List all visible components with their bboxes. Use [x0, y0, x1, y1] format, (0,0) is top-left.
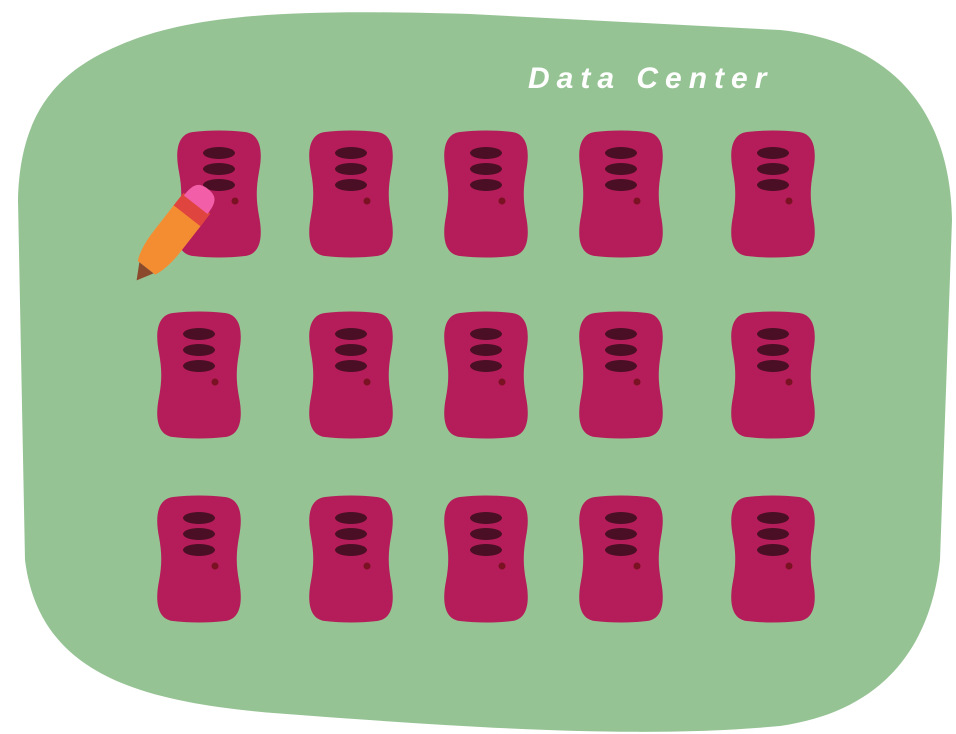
server-slot [203, 179, 235, 191]
server-slot [757, 328, 789, 340]
server-slot [605, 147, 637, 159]
pencil-tip [136, 262, 154, 281]
server-body [579, 311, 663, 439]
server-status-light [498, 562, 506, 570]
server-status-light [633, 197, 641, 205]
server-status-light [633, 378, 641, 386]
server-slot [757, 179, 789, 191]
server-slot [470, 179, 502, 191]
server-slot [183, 360, 215, 372]
server-status-light [785, 378, 793, 386]
server-icon [444, 495, 528, 623]
server-slot [183, 344, 215, 356]
server-slot [605, 179, 637, 191]
server-slot [470, 328, 502, 340]
server-icon [309, 130, 393, 258]
server-body [444, 130, 528, 258]
server-icon [731, 495, 815, 623]
server-status-light [211, 562, 219, 570]
server-slot [605, 544, 637, 556]
server-slot [757, 528, 789, 540]
server-slot [470, 360, 502, 372]
diagram-title: Data Center [528, 62, 773, 95]
server-icon [579, 495, 663, 623]
server-slot [335, 328, 367, 340]
pencil-body [137, 200, 205, 275]
server-slot [757, 544, 789, 556]
server-status-light [498, 378, 506, 386]
server-slot [335, 163, 367, 175]
server-slot [203, 163, 235, 175]
server-body [731, 311, 815, 439]
server-slot [335, 344, 367, 356]
server-body [731, 130, 815, 258]
server-slot [335, 179, 367, 191]
server-status-light [498, 197, 506, 205]
pencil-icon[interactable] [123, 179, 221, 291]
server-status-light [785, 562, 793, 570]
server-slot [757, 147, 789, 159]
server-slot [605, 163, 637, 175]
server-slot [183, 544, 215, 556]
server-icon [731, 311, 815, 439]
server-slot [605, 344, 637, 356]
server-slot [183, 512, 215, 524]
server-slot [470, 344, 502, 356]
server-icon [309, 311, 393, 439]
server-slot [335, 147, 367, 159]
server-icon [579, 311, 663, 439]
server-icon [444, 311, 528, 439]
server-body [157, 495, 241, 623]
server-body [309, 495, 393, 623]
server-slot [470, 528, 502, 540]
server-status-light [363, 378, 371, 386]
server-icon [157, 311, 241, 439]
server-slot [335, 360, 367, 372]
pencil-eraser [183, 184, 215, 215]
pencil-band [173, 192, 211, 227]
server-body [309, 311, 393, 439]
server-slot [470, 544, 502, 556]
server-slot [470, 147, 502, 159]
server-status-light [211, 378, 219, 386]
server-icon [731, 130, 815, 258]
server-status-light [633, 562, 641, 570]
server-slot [757, 512, 789, 524]
server-slot [183, 528, 215, 540]
server-body [157, 311, 241, 439]
server-slot [605, 512, 637, 524]
server-body [309, 130, 393, 258]
server-slot [605, 528, 637, 540]
server-slot [605, 360, 637, 372]
server-icon [444, 130, 528, 258]
server-grid [157, 130, 815, 623]
server-icon [579, 130, 663, 258]
server-slot [757, 360, 789, 372]
server-slot [183, 328, 215, 340]
server-icon [309, 495, 393, 623]
server-body [731, 495, 815, 623]
server-body [579, 495, 663, 623]
server-slot [757, 163, 789, 175]
server-slot [335, 512, 367, 524]
server-slot [203, 147, 235, 159]
server-status-light [231, 197, 239, 205]
server-slot [335, 544, 367, 556]
server-status-light [363, 197, 371, 205]
server-body [579, 130, 663, 258]
server-body [444, 311, 528, 439]
server-slot [335, 528, 367, 540]
server-icon [157, 495, 241, 623]
server-status-light [785, 197, 793, 205]
server-slot [605, 328, 637, 340]
server-body [444, 495, 528, 623]
server-slot [757, 344, 789, 356]
server-status-light [363, 562, 371, 570]
server-slot [470, 163, 502, 175]
server-slot [470, 512, 502, 524]
